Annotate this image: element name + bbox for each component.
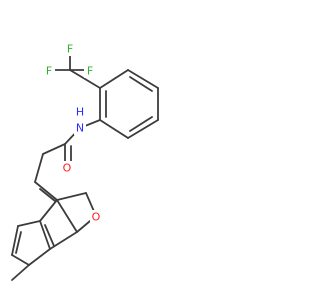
bond-outer-2: [11, 225, 19, 256]
atom-f-left: F: [46, 65, 52, 78]
bond-furan-2: [56, 192, 87, 201]
bond-benz-dbl-1: [44, 224, 55, 247]
atom-ring-oxygen: O: [92, 211, 101, 224]
bond-ch2-c3: [34, 153, 44, 183]
bond-ring-5: [127, 69, 159, 89]
atom-carbonyl-oxygen: O: [63, 162, 72, 175]
bond-ring-dbl-3: [129, 76, 153, 92]
bond-benz-2: [39, 220, 51, 250]
bond-methyl: [11, 264, 30, 281]
atom-nitrogen: N: [76, 122, 84, 135]
bond-carbonyl-ch2: [42, 143, 66, 155]
bond-ring-6: [99, 69, 129, 89]
bond-outer-1: [17, 220, 41, 227]
bond-cf3-aryl: [69, 69, 101, 89]
atom-hydrogen: H: [76, 106, 84, 119]
bond-ring-2: [99, 119, 129, 139]
bond-benz-1: [39, 199, 58, 222]
bond-furan-dbl: [39, 188, 56, 202]
bond-outer-3: [11, 254, 30, 266]
atom-f-right: F: [87, 65, 93, 78]
bond-furan-5: [56, 199, 78, 233]
bonds: [11, 49, 159, 281]
bond-ring-3: [127, 119, 159, 139]
atom-labels: F F F N H O O: [43, 42, 102, 224]
atom-f-top: F: [67, 43, 73, 56]
bond-furan-1: [34, 181, 58, 201]
molecule-structure: F F F N H O O: [11, 42, 159, 281]
bond-outer-dbl: [15, 231, 22, 254]
bond-benz-4: [28, 248, 51, 266]
bond-ring-dbl-2: [129, 116, 153, 132]
